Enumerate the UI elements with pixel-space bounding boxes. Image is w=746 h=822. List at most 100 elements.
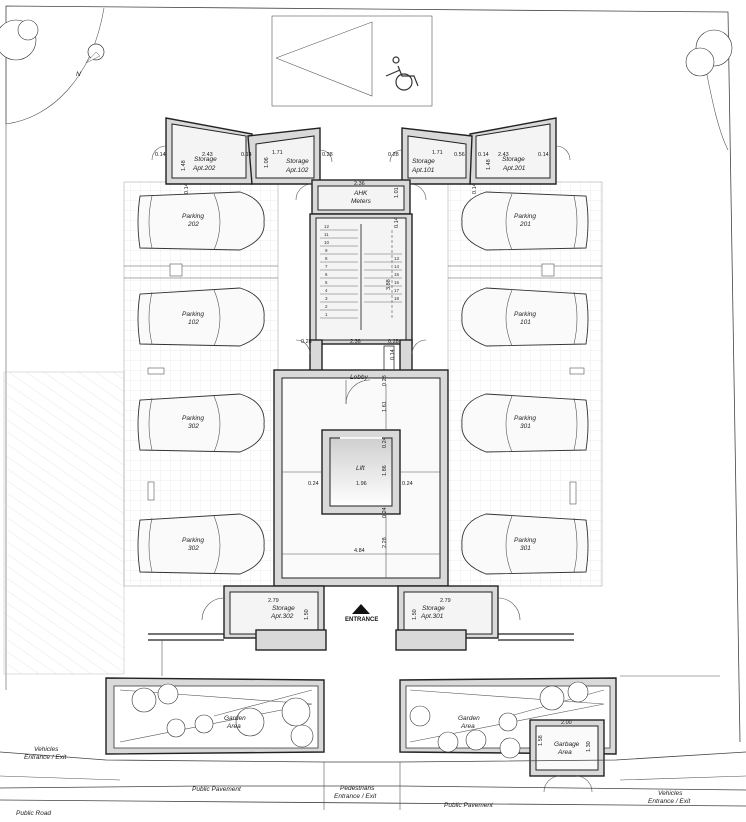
stair-core [309,179,413,345]
storage-202-label: Storage [194,156,217,163]
svg-text:7: 7 [325,264,328,269]
storage-block-left [165,117,321,185]
dim-200: 2.00 [561,720,572,726]
meters-label-2: Meters [351,198,372,205]
corner-tree-icon [0,19,733,77]
pavement-right-label: Public Pavement [444,802,494,809]
garden-tree-icon [131,681,589,759]
storage-301-apt: Apt.301 [420,613,444,620]
parking-302a-number: 302 [188,423,199,430]
dim-028-top-right: 0.28 [388,152,399,158]
dim-014-meters-left: 0.14 [184,183,190,194]
dim-484: 4.84 [354,548,365,554]
vehicles-right-label-1: Vehicles [658,790,683,797]
dim-014-right-b: 0.14 [538,152,549,158]
svg-text:13: 13 [394,256,400,261]
storage-301-label: Storage [422,605,445,612]
dim-158: 1.58 [538,735,544,746]
svg-text:14: 14 [394,264,400,269]
car-parking-302-a [137,393,265,453]
storage-block-right [401,117,557,185]
dim-056-right: 0.56 [454,152,465,158]
storage-102-label: Storage [286,158,309,165]
storage-202-apt: Apt.202 [192,165,216,172]
meters-label-1: AHK [353,190,368,197]
storage-102-apt: Apt.102 [285,167,309,174]
stair-step-numbers-right: 13 14 15 16 17 18 [394,256,400,301]
svg-text:2: 2 [325,304,328,309]
dim-243-right: 2.43 [498,152,509,158]
pedestrians-label-1: Pedestrians [340,785,375,792]
dim-161: 1.61 [382,401,388,412]
dim-028-mid-left: 0.28 [301,339,312,345]
parking-301b-label: Parking [514,537,536,544]
dim-014-lobby: 0.14 [390,349,396,360]
garden-left-label-1: Garden [224,715,246,722]
dim-130: 1.30 [586,741,592,752]
dim-024-lift-right: 0.24 [402,481,413,487]
svg-text:5: 5 [325,280,328,285]
dim-014-meters-right: 0.14 [472,183,478,194]
dim-014-left-b: 0.14 [241,152,252,158]
vehicles-left-label-2: Entrance / Exit [24,754,67,761]
svg-text:16: 16 [394,280,400,285]
dim-028-mid-right: 0.28 [388,339,399,345]
lift-shaft [321,429,401,515]
svg-text:1: 1 [325,312,328,317]
svg-text:6: 6 [325,272,328,277]
parking-202-label: Parking [182,213,204,220]
stair-step-numbers-left: 12 11 10 9 8 7 6 5 4 3 2 1 [324,224,330,317]
parking-301a-label: Parking [514,415,536,422]
garden-right-label-1: Garden [458,715,480,722]
car-parking-302-b [137,513,265,575]
storage-101-apt: Apt.101 [411,167,435,174]
svg-text:15: 15 [394,272,400,277]
dim-028-top-left: 0.28 [322,152,333,158]
pedestrians-label-2: Entrance / Exit [334,793,377,800]
garden-right-label-2: Area [460,723,475,730]
storage-apt-301 [395,585,499,651]
svg-text:10: 10 [324,240,330,245]
dim-150-left: 1.50 [304,609,310,620]
entrance-arrow-icon [352,604,370,614]
car-parking-301-a [461,393,589,453]
garbage-label-1: Garbage [554,741,580,748]
dim-243-left: 2.43 [202,152,213,158]
dim-279-left: 2.79 [268,598,279,604]
dim-388: 3.88 [386,279,392,290]
svg-text:3: 3 [325,296,328,301]
dim-014-stair: 0.14 [394,217,400,228]
parking-101-label: Parking [514,311,536,318]
parking-301b-number: 301 [520,545,531,552]
lobby-label: Lobby [350,374,368,381]
svg-text:17: 17 [394,288,400,293]
car-parking-201 [461,191,589,251]
dim-028-lobby: 0.28 [382,375,388,386]
dim-186: 1.86 [382,465,388,476]
parking-301a-number: 301 [520,423,531,430]
vehicles-right-label-2: Entrance / Exit [648,798,691,805]
wheelchair-icon [385,56,419,91]
north-label: N [76,71,81,78]
dim-236-mid: 2.36 [350,339,361,345]
parking-302a-label: Parking [182,415,204,422]
north-arrow-icon [85,41,106,64]
parking-102-number: 102 [188,319,199,326]
dim-148-left: 1.48 [181,160,187,171]
vehicles-left-label-1: Vehicles [34,746,59,753]
public-road-label: Public Road [16,810,51,817]
public-pavement-and-road [0,751,746,810]
storage-101-label: Storage [412,158,435,165]
svg-text:8: 8 [325,256,328,261]
svg-text:11: 11 [324,232,329,237]
pavement-left-label: Public Pavement [192,786,242,793]
car-parking-102 [137,287,265,347]
storage-302-label: Storage [272,605,295,612]
dim-150-right: 1.50 [412,609,418,620]
storage-201-apt: Apt.201 [502,165,526,172]
dim-106-left: 1.06 [264,157,270,168]
dim-024-lift-top: 0.24 [382,437,388,448]
car-parking-202 [137,191,265,251]
parking-202-number: 202 [187,221,199,228]
dim-228: 2.28 [382,537,388,548]
